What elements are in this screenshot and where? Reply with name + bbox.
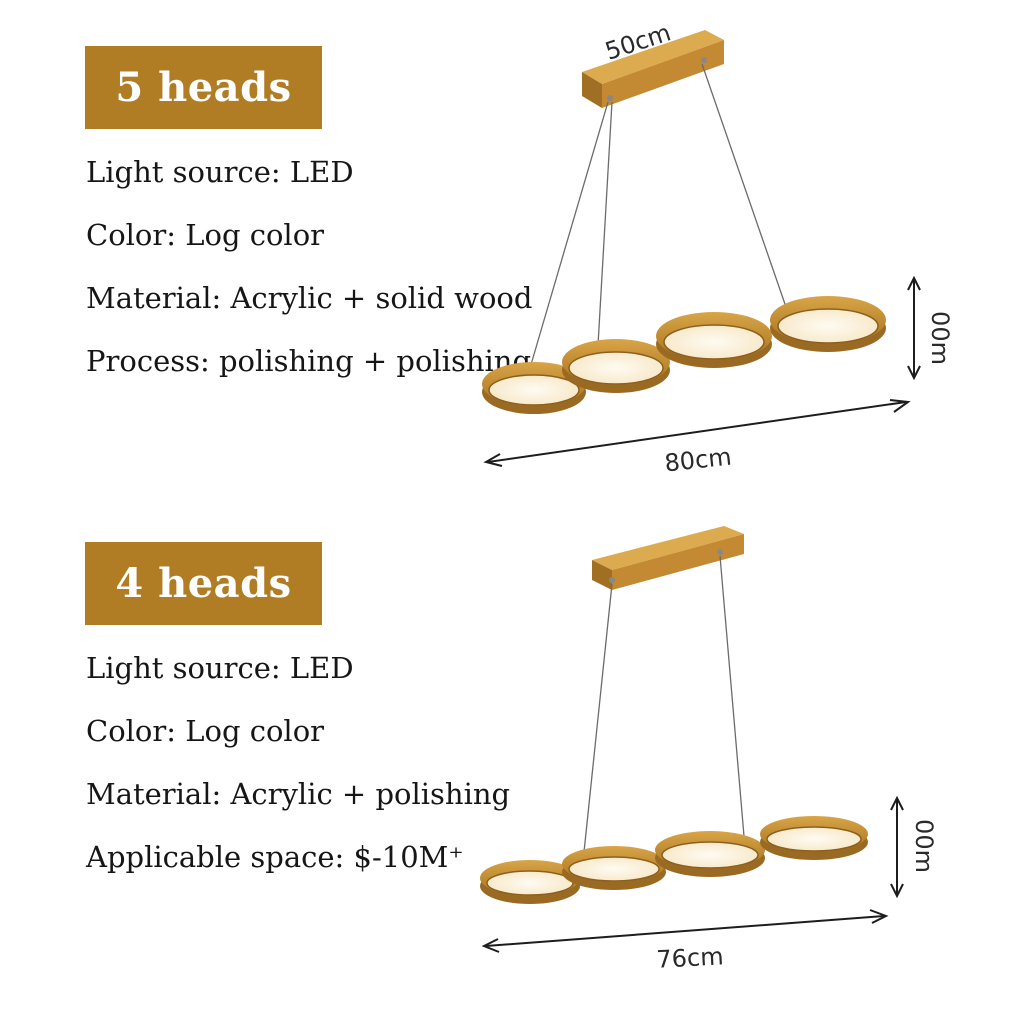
light-head — [655, 831, 765, 877]
suspension-wires — [583, 555, 745, 853]
spec-list: Light source: LED Color: Log color Mater… — [86, 156, 532, 408]
light-head — [770, 296, 886, 352]
height-dimension-arrow — [890, 795, 904, 899]
ceiling-canopy — [582, 30, 724, 108]
light-head — [482, 362, 586, 414]
ceiling-canopy — [592, 526, 744, 590]
product-section-4-heads: 4 heads Light source: LED Color: Log col… — [0, 496, 1024, 1008]
pendant-lamp-diagram: 00m 80cm 50cm — [482, 18, 954, 478]
suspension-wires — [529, 63, 787, 369]
light-head — [656, 312, 772, 368]
light-head — [760, 816, 868, 860]
spec-light-source: Light source: LED — [86, 651, 354, 685]
section-title-badge: 4 heads — [85, 542, 322, 625]
spec-color: Color: Log color — [86, 218, 325, 252]
spec-material: Material: Acrylic + solid wood — [86, 281, 533, 315]
spec-list: Light source: LED Color: Log color Mater… — [86, 652, 510, 904]
spec-process: Process: polishing + polishing — [86, 344, 532, 378]
product-section-5-heads: 5 heads Light source: LED Color: Log col… — [85, 18, 954, 478]
width-dimension-arrow — [483, 399, 911, 467]
spec-light-source: Light source: LED — [86, 155, 354, 189]
light-head — [480, 860, 580, 904]
pendant-lamp-diagram: 00m 76cm — [480, 526, 938, 974]
light-head — [562, 846, 666, 890]
width-dimension-label: 76cm — [656, 942, 724, 973]
spec-color: Color: Log color — [86, 714, 325, 748]
spec-material: Material: Acrylic + polishing — [86, 777, 511, 811]
height-dimension-label: 00m — [926, 311, 954, 365]
width-dimension-label: 80cm — [663, 443, 733, 478]
spec-applicable-space: Applicable space: $-10M⁺ — [86, 840, 464, 874]
height-dimension-arrow — [907, 275, 921, 381]
light-head — [562, 339, 670, 393]
section-title-badge: 5 heads — [85, 46, 322, 129]
width-dimension-arrow — [481, 909, 889, 953]
height-dimension-label: 00m — [910, 819, 938, 873]
